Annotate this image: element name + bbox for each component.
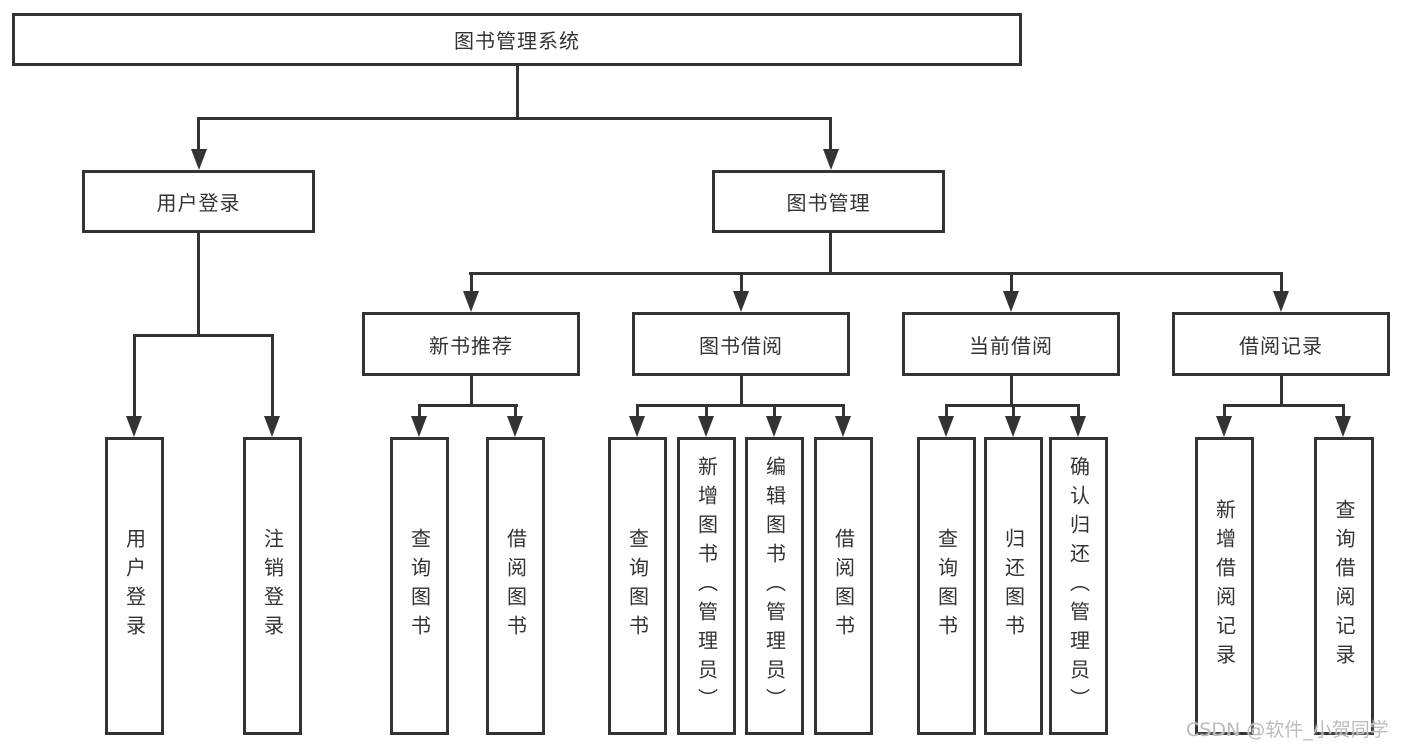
connector-shaft [705,404,708,420]
csdn-watermark: CSDN @软件_小贺同学 [1186,719,1389,741]
leaf-label: 归还图书 [1001,528,1026,644]
arrow-down-icon [938,416,954,437]
connector-shaft [829,117,832,152]
node-book-management: 图书管理 [712,170,945,233]
arrow-down-icon [463,291,479,312]
arrow-down-icon [1003,291,1019,312]
leaf-return-book: 归还图书 [984,437,1043,735]
leaf-label: 借阅图书 [503,528,528,644]
arrow-down-icon [507,416,523,437]
leaf-label: 新增图书（管理员） [694,455,719,717]
arrow-down-icon [733,291,749,312]
connector-shaft [470,272,473,294]
leaf-label: 查询图书 [407,528,432,644]
leaf-add-borrow-record: 新增借阅记录 [1195,437,1254,735]
connector-shaft [740,272,743,294]
connector-shaft [197,117,200,152]
arrow-down-icon [126,416,142,437]
leaf-query-books-recommend: 查询图书 [390,437,449,735]
node-label: 当前借阅 [969,333,1053,358]
arrow-down-icon [1273,291,1289,312]
node-label: 用户登录 [156,191,241,215]
arrow-down-icon [1216,416,1232,437]
node-user-login: 用户登录 [82,170,315,233]
connector-shaft [514,404,517,420]
connector-shaft [773,404,776,420]
arrow-down-icon [1070,416,1086,437]
arrow-down-icon [823,149,839,170]
arrow-down-icon [1005,416,1021,437]
leaf-query-borrow-record: 查询借阅记录 [1314,437,1374,735]
leaf-borrow-books: 借阅图书 [814,437,873,735]
connector-shaft [1012,404,1015,420]
connector-borrow-branch [636,404,845,407]
connector-recommend-branch [418,404,518,407]
connector-shaft [636,404,639,420]
leaf-label: 借阅图书 [831,528,856,644]
connector-shaft [1342,404,1345,420]
leaf-logout: 注销登录 [243,437,302,735]
connector-shaft [1223,404,1226,420]
node-library-management-system: 图书管理系统 [12,13,1022,66]
connector-shaft [1077,404,1080,420]
connector-book-mgmt-stem [829,233,832,275]
leaf-user-login: 用户登录 [105,437,164,735]
leaf-label: 新增借阅记录 [1212,499,1237,673]
leaf-query-books-borrow: 查询图书 [608,437,667,735]
connector-borrow-stem [740,376,743,407]
node-label: 图书借阅 [699,333,783,358]
node-label: 图书管理 [786,191,871,215]
leaf-query-books-current: 查询图书 [917,437,976,735]
arrow-down-icon [835,416,851,437]
leaf-label: 注销登录 [260,528,285,644]
leaf-label: 用户登录 [122,528,147,644]
node-borrowing-records: 借阅记录 [1172,312,1390,376]
connector-shaft [945,404,948,420]
arrow-down-icon [1335,416,1351,437]
leaf-borrow-books-recommend: 借阅图书 [486,437,545,735]
node-book-borrowing: 图书借阅 [632,312,850,376]
connector-root-stem [516,66,519,120]
leaf-edit-book-admin: 编辑图书（管理员） [745,437,804,735]
leaf-label: 查询借阅记录 [1332,499,1356,673]
arrow-down-icon [698,416,714,437]
leaf-add-book-admin: 新增图书（管理员） [677,437,736,735]
connector-shaft [418,404,421,420]
leaf-label: 查询图书 [625,528,650,644]
connector-records-branch [1223,404,1345,407]
leaf-confirm-return-admin: 确认归还（管理员） [1049,437,1108,735]
node-label: 借阅记录 [1239,333,1323,358]
connector-shaft [133,334,136,418]
node-current-borrowing: 当前借阅 [902,312,1120,376]
connector-level3-branch [469,272,1283,275]
node-label: 图书管理系统 [454,29,580,53]
node-new-book-recommendation: 新书推荐 [362,312,580,376]
connector-current-stem [1010,376,1013,407]
arrow-down-icon [264,416,280,437]
arrow-down-icon [766,416,782,437]
arrow-down-icon [411,416,427,437]
connector-level2-branch [197,117,832,120]
connector-shaft [842,404,845,420]
arrow-down-icon [191,149,207,170]
connector-recommend-stem [470,376,473,407]
connector-records-stem [1280,376,1283,407]
connector-shaft [271,334,274,418]
arrow-down-icon [629,416,645,437]
leaf-label: 查询图书 [934,528,959,644]
connector-shaft [1010,272,1013,294]
connector-shaft [1280,272,1283,294]
leaf-label: 编辑图书（管理员） [762,455,787,717]
node-label: 新书推荐 [429,333,513,358]
connector-user-login-stem [197,233,200,337]
leaf-label: 确认归还（管理员） [1066,455,1091,717]
connector-user-group-branch [133,334,274,337]
